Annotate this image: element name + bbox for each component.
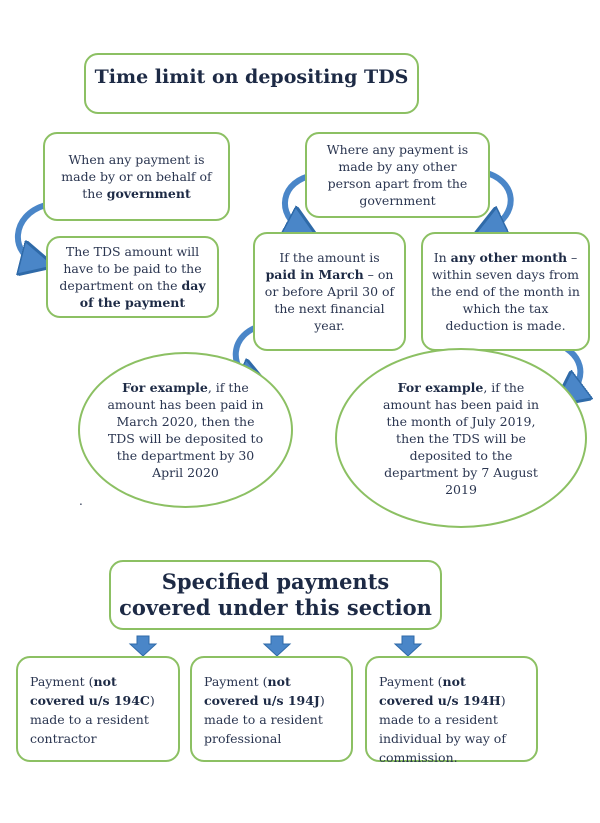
bold-text: government [106,186,191,201]
down-arrow-icon [393,635,423,657]
text: When any payment is made by or on behalf… [61,152,212,201]
march-payment-box: If the amount is paid in March – on or b… [253,232,406,351]
payment-box-194j: Payment (not covered u/s 194J) made to a… [190,656,353,762]
text: – on or before April 30 of the next fina… [264,267,395,333]
bold-text: For example [122,380,208,395]
other-month-example-ellipse: For example, if the amount has been paid… [335,348,587,528]
bold-text: not covered u/s 194J [204,674,320,708]
curved-arrow-icon [285,172,315,230]
bold-text: any other month [450,250,568,265]
text: Where any payment is made by any other p… [326,142,469,208]
text: Payment ( [204,674,268,689]
text: Payment ( [379,674,443,689]
text: , if the amount has been paid in March 2… [107,380,264,480]
text: , if the amount has been paid in the mon… [382,379,540,497]
text: ) made to a resident contractor [30,693,155,746]
stray-dot: . [79,494,83,508]
march-example-ellipse: For example, if the amount has been paid… [78,352,293,508]
diagram-title: Time limit on depositing TDS [94,66,409,88]
down-arrow-icon [128,635,158,657]
bold-text: paid in March [265,267,364,282]
curved-arrow-icon [483,169,514,230]
bold-text: For example [397,379,484,395]
payment-box-194c: Payment (not covered u/s 194C) made to a… [16,656,180,762]
section-title: Specified payments covered under this se… [119,569,432,620]
section-title-box: Specified payments covered under this se… [109,560,442,630]
other-person-payment-box: Where any payment is made by any other p… [305,132,490,218]
text: If the amount is [279,250,380,265]
text: The TDS amount will have to be paid to t… [59,244,202,293]
text: In [433,250,451,265]
other-month-box: In any other month – within seven days f… [421,232,590,351]
text: ) made to a resident individual by way o… [379,693,506,765]
government-payment-box: When any payment is made by or on behalf… [43,132,230,221]
title-box: Time limit on depositing TDS [84,53,419,114]
government-deadline-box: The TDS amount will have to be paid to t… [46,236,219,318]
curved-arrow-icon [14,202,46,262]
text: – within seven days from the end of the … [431,250,580,333]
down-arrow-icon [262,635,292,657]
payment-box-194h: Payment (not covered u/s 194H) made to a… [365,656,538,765]
bold-text: not covered u/s 194C [30,674,150,708]
bold-text: day of the payment [79,278,206,310]
bold-text: not covered u/s 194H [379,674,501,708]
text: Payment ( [30,674,94,689]
text: ) made to a resident professional [204,693,325,746]
